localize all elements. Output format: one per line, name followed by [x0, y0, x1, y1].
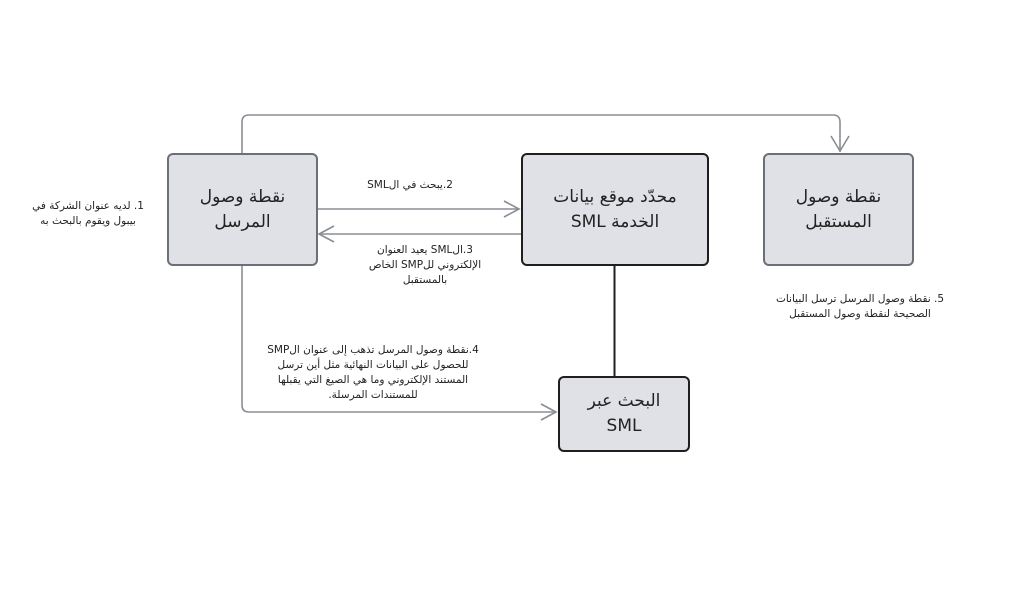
step-4-label: 4.نقطة وصول المرسل تذهب إلى عنوان الSMP …: [250, 343, 496, 403]
node-label: SML: [606, 416, 642, 436]
step-2-label: 2.يبحث في الSML: [340, 178, 480, 193]
node-label: محدّد موقع بيانات: [553, 186, 677, 207]
node-label: نقطة وصول: [199, 186, 286, 207]
arrowhead-left-icon: [317, 225, 335, 243]
node-label: نقطة وصول: [795, 186, 882, 207]
label-line: 2.يبحث في الSML: [367, 179, 453, 191]
node-sml-lookup[interactable]: البحث عبر SML: [558, 376, 690, 452]
label-line: للمستندات المرسلة.: [328, 389, 418, 401]
label-line: 1. لديه عنوان الشركة في: [32, 200, 144, 212]
label-line: بيبول ويقوم بالبحث به: [40, 215, 136, 227]
label-line: الصحيحة لنقطة وصول المستقبل: [789, 308, 931, 320]
node-receiver-access-point[interactable]: نقطة وصول المستقبل: [763, 153, 914, 266]
arrow-sender-to-lookup: [241, 265, 556, 413]
node-label: المرسل: [214, 211, 271, 232]
label-line: بالمستقبل: [402, 274, 448, 286]
label-line: 5. نقطة وصول المرسل ترسل البيانات: [775, 293, 945, 305]
step-1-label: 1. لديه عنوان الشركة في بيبول ويقوم بالب…: [24, 199, 152, 229]
arrowhead-right-icon: [540, 403, 558, 421]
label-line: المستند الإلكتروني وما هي الصيغ التي يقب…: [277, 374, 469, 386]
step-3-label: 3.الSML يعيد العنوان الإلكتروني للSMP ال…: [350, 243, 500, 288]
node-sender-access-point[interactable]: نقطة وصول المرسل: [167, 153, 318, 266]
arrowhead-right-icon: [503, 200, 521, 218]
node-label: المستقبل: [805, 211, 872, 232]
node-label: الخدمة SML: [570, 211, 660, 232]
arrowhead-down-icon: [830, 135, 850, 153]
label-line: للحصول على البيانات النهائية مثل أين ترس…: [277, 359, 469, 371]
label-line: 4.نقطة وصول المرسل تذهب إلى عنوان الSMP: [267, 344, 479, 356]
node-sml-locator[interactable]: محدّد موقع بيانات الخدمة SML: [521, 153, 709, 266]
step-5-label: 5. نقطة وصول المرسل ترسل البيانات الصحيح…: [765, 292, 955, 322]
label-line: الإلكتروني للSMP الخاص: [368, 259, 482, 271]
label-line: 3.الSML يعيد العنوان: [377, 244, 473, 256]
node-label: البحث عبر: [587, 391, 661, 411]
arrow-sender-to-receiver: [241, 114, 841, 153]
